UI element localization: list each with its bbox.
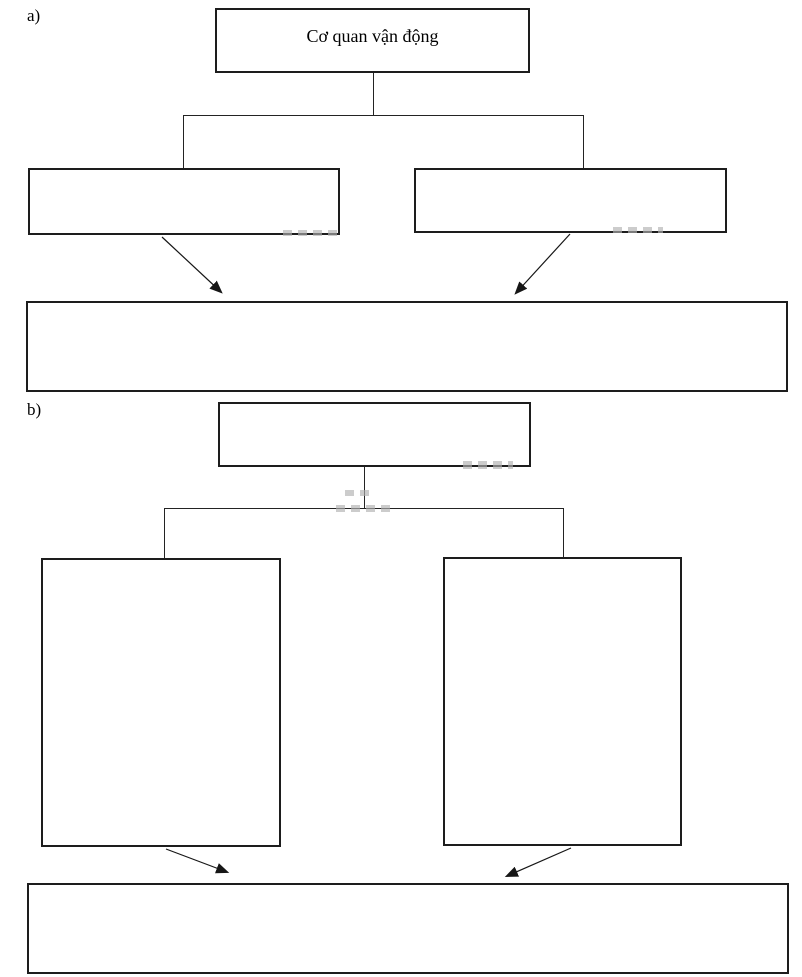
section-b-label: b) <box>27 400 42 419</box>
arrow-b-left <box>165 848 230 874</box>
box-b-top <box>218 402 531 467</box>
watermark-smudge <box>283 230 341 236</box>
watermark-smudge <box>336 505 391 512</box>
watermark-smudge <box>613 227 663 233</box>
connector-a-rail <box>183 115 584 116</box>
connector-b-drop-left <box>164 508 165 558</box>
box-a-bottom-wide <box>26 301 788 392</box>
connector-b-stem <box>364 467 365 509</box>
connector-a-stem <box>373 73 374 116</box>
arrow-a-right <box>514 233 571 295</box>
box-a-right <box>414 168 727 233</box>
watermark-smudge <box>463 461 513 469</box>
section-a-label: a) <box>27 6 41 25</box>
connector-a-drop-right <box>583 115 584 168</box>
arrow-a-left <box>161 236 223 294</box>
watermark-smudge <box>345 490 375 496</box>
box-b-left <box>41 558 281 847</box>
box-b-right <box>443 557 682 846</box>
box-b-bottom-wide <box>27 883 789 974</box>
arrow-b-right <box>504 847 572 877</box>
box-a-left <box>28 168 340 235</box>
connector-a-drop-left <box>183 115 184 168</box>
box-a-top: Cơ quan vận động <box>215 8 530 73</box>
connector-b-drop-right <box>563 508 564 557</box>
